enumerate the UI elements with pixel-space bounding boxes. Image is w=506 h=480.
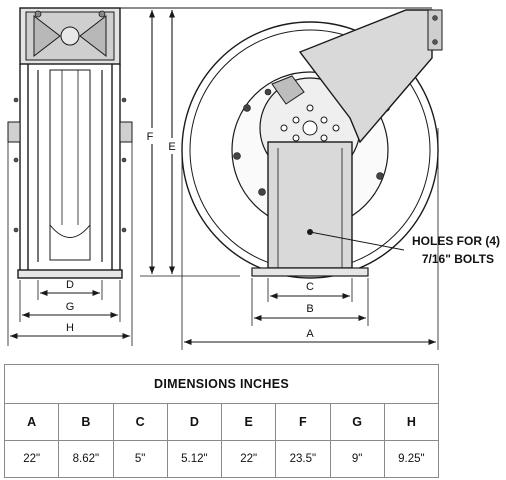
dim-label-D: D — [66, 279, 74, 291]
column-header: C — [112, 403, 168, 441]
column-header: B — [58, 403, 114, 441]
table-cell: 5" — [112, 440, 168, 478]
front-base-plate — [251, 267, 369, 277]
column-header: E — [220, 403, 277, 441]
table-cell: 23.5" — [275, 440, 331, 478]
dim-label-E: E — [168, 141, 175, 153]
front-view — [181, 9, 443, 279]
column-header: A — [3, 403, 60, 441]
table-title: DIMENSIONS INCHES — [4, 364, 439, 404]
dim-label-A: A — [306, 328, 314, 340]
column-header: D — [166, 403, 223, 441]
column-header: G — [329, 403, 385, 441]
dim-label-F: F — [147, 131, 154, 143]
dim-label-G: G — [66, 301, 75, 313]
dim-label-C: C — [306, 281, 314, 293]
dimensions-table: DIMENSIONS INCHES A B C D E F G H 22" 8.… — [3, 364, 440, 478]
callout-bolt-holes-line2: 7/16" BOLTS — [422, 252, 494, 266]
table-row: 22" 8.62" 5" 5.12" 22" 23.5" 9" 9.25" — [3, 440, 440, 478]
dim-label-B: B — [306, 303, 313, 315]
side-view — [7, 7, 133, 279]
table-cell: 22" — [3, 440, 60, 478]
column-header: H — [383, 403, 440, 441]
table-cell: 9.25" — [383, 440, 440, 478]
table-cell: 5.12" — [166, 440, 223, 478]
technical-drawing: F E D G H C B A HOLES FOR (4) 7/16" BOLT… — [7, 7, 500, 350]
dim-label-H: H — [66, 322, 74, 334]
table-cell: 8.62" — [58, 440, 114, 478]
table-cell: 22" — [220, 440, 277, 478]
callout-bolt-holes-line1: HOLES FOR (4) — [412, 234, 500, 248]
side-base-plate — [17, 269, 123, 279]
column-header: F — [275, 403, 331, 441]
table-cell: 9" — [329, 440, 385, 478]
bolt-hole-callout-dot — [307, 229, 313, 235]
table-header-row: A B C D E F G H — [3, 403, 440, 441]
reel-stand — [267, 141, 353, 269]
